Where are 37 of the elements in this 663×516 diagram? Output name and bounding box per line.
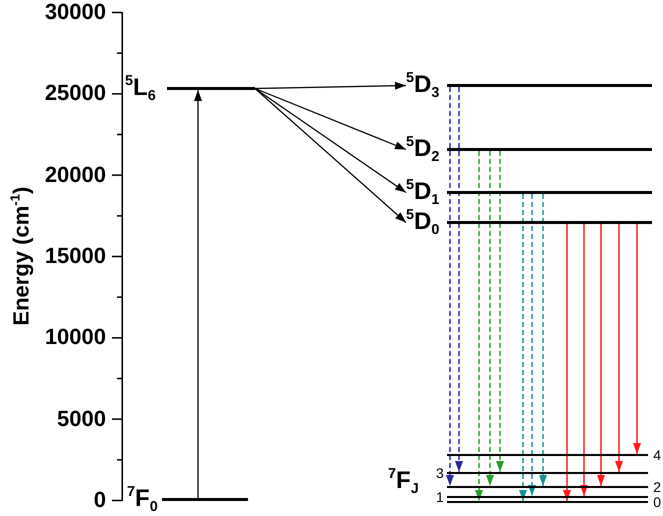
tick-label: 25000 (44, 82, 106, 104)
level-label: $^{5}$D$_{3}$ (406, 70, 440, 100)
tick-label: 0 (94, 489, 106, 511)
arrow (580, 224, 588, 496)
tick-label: 5000 (57, 408, 106, 430)
arrow (633, 224, 641, 454)
tick-label: 20000 (44, 164, 106, 186)
level-label: 1 (436, 490, 444, 504)
level-label: $^{5}$D$_{1}$ (406, 178, 440, 208)
dashed-arrow (539, 194, 547, 486)
dashed-arrow (446, 87, 454, 486)
level-label: 0 (653, 495, 661, 509)
tick-label: 10000 (44, 326, 106, 348)
tick-label: 15000 (44, 245, 106, 267)
arrow (563, 224, 571, 501)
term-symbol: $^{7}$F$_{J}$ (388, 467, 419, 497)
level-label: 4 (653, 448, 661, 462)
dashed-arrow (455, 87, 463, 472)
level-label: $^{5}$D$_{2}$ (406, 134, 440, 164)
level-label: 2 (653, 480, 661, 494)
dashed-arrow (528, 194, 536, 496)
arrow (597, 224, 605, 486)
dashed-arrow (486, 151, 494, 486)
level-label: $^{5}$L$_{6}$ (125, 74, 156, 104)
dashed-arrow (475, 151, 483, 501)
arrow (254, 88, 406, 150)
dashed-arrow (496, 151, 504, 472)
dashed-arrow (519, 194, 527, 501)
tick-label: 30000 (44, 1, 106, 23)
arrow (194, 90, 202, 498)
level-label: $^{7}$F$_{0}$ (127, 484, 158, 514)
level-label: $^{5}$D$_{0}$ (406, 208, 440, 238)
arrow (254, 88, 406, 223)
arrow (254, 82, 406, 90)
arrow (254, 88, 406, 193)
arrow (615, 224, 623, 472)
level-label: 3 (436, 466, 444, 480)
